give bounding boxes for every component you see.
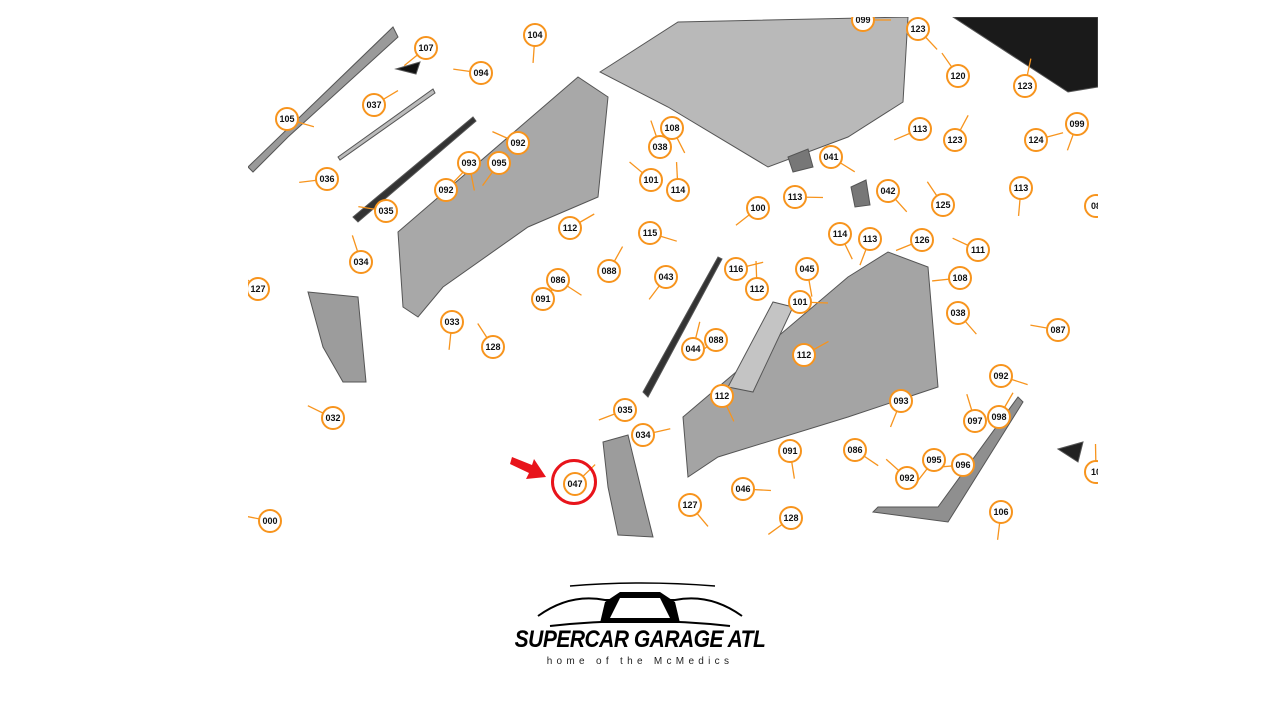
callout-08[interactable]: 08 — [1084, 194, 1098, 218]
callout-112[interactable]: 112 — [792, 343, 816, 367]
callout-127[interactable]: 127 — [248, 277, 270, 301]
callout-097[interactable]: 097 — [963, 409, 987, 433]
callout-123[interactable]: 123 — [943, 128, 967, 152]
callout-114[interactable]: 114 — [828, 222, 852, 246]
callout-038[interactable]: 038 — [946, 301, 970, 325]
callout-043[interactable]: 043 — [654, 265, 678, 289]
callout-086[interactable]: 086 — [546, 268, 570, 292]
callout-125[interactable]: 125 — [931, 193, 955, 217]
strip-037 — [337, 88, 436, 161]
callout-095[interactable]: 095 — [922, 448, 946, 472]
logo-subtitle: home of the McMedics — [546, 656, 734, 667]
callout-099[interactable]: 099 — [851, 17, 875, 32]
callout-042[interactable]: 042 — [876, 179, 900, 203]
callout-086[interactable]: 086 — [843, 438, 867, 462]
trim-105 — [248, 26, 399, 173]
callout-037[interactable]: 037 — [362, 93, 386, 117]
callout-092[interactable]: 092 — [895, 466, 919, 490]
callout-093[interactable]: 093 — [457, 151, 481, 175]
trim-106 — [871, 396, 1024, 523]
red-arrow-icon — [510, 457, 546, 479]
clip-107 — [394, 61, 421, 75]
callout-10[interactable]: 10 — [1084, 460, 1098, 484]
callout-091[interactable]: 091 — [531, 287, 555, 311]
callout-094[interactable]: 094 — [469, 61, 493, 85]
logo: SUPERCAR GARAGE ATL home of the McMedics — [510, 578, 770, 673]
logo-title: SUPERCAR GARAGE ATL — [514, 626, 766, 653]
callout-000[interactable]: 000 — [258, 509, 282, 533]
callout-045[interactable]: 045 — [795, 257, 819, 281]
callout-124[interactable]: 124 — [1024, 128, 1048, 152]
callout-112[interactable]: 112 — [558, 216, 582, 240]
callout-104[interactable]: 104 — [523, 23, 547, 47]
callout-112[interactable]: 112 — [710, 384, 734, 408]
callout-120[interactable]: 120 — [946, 64, 970, 88]
callout-108[interactable]: 108 — [948, 266, 972, 290]
seal-043 — [642, 256, 723, 398]
callout-101[interactable]: 101 — [639, 168, 663, 192]
callout-113[interactable]: 113 — [1009, 176, 1033, 200]
callout-100[interactable]: 100 — [746, 196, 770, 220]
callout-128[interactable]: 128 — [779, 506, 803, 530]
callout-092[interactable]: 092 — [434, 178, 458, 202]
callout-041[interactable]: 041 — [819, 145, 843, 169]
bracket-042 — [850, 179, 871, 208]
callout-111[interactable]: 111 — [966, 238, 990, 262]
callout-087[interactable]: 087 — [1046, 318, 1070, 342]
callout-112[interactable]: 112 — [745, 277, 769, 301]
left-a-pillar-body — [397, 76, 609, 318]
bracket-041 — [787, 148, 814, 173]
callout-046[interactable]: 046 — [731, 477, 755, 501]
callout-033[interactable]: 033 — [440, 310, 464, 334]
callout-032[interactable]: 032 — [321, 406, 345, 430]
callout-098[interactable]: 098 — [987, 405, 1011, 429]
callout-105[interactable]: 105 — [275, 107, 299, 131]
callout-093[interactable]: 093 — [889, 389, 913, 413]
callout-091[interactable]: 091 — [778, 439, 802, 463]
callout-127[interactable]: 127 — [678, 493, 702, 517]
callout-113[interactable]: 113 — [858, 227, 882, 251]
callout-108[interactable]: 108 — [660, 116, 684, 140]
callout-036[interactable]: 036 — [315, 167, 339, 191]
callout-044[interactable]: 044 — [681, 337, 705, 361]
callout-101[interactable]: 101 — [788, 290, 812, 314]
highlight-circle — [551, 459, 597, 505]
callout-113[interactable]: 113 — [783, 185, 807, 209]
callout-092[interactable]: 092 — [989, 364, 1013, 388]
callout-096[interactable]: 096 — [951, 453, 975, 477]
panel-047 — [602, 434, 654, 538]
callout-035[interactable]: 035 — [374, 199, 398, 223]
callout-088[interactable]: 088 — [597, 259, 621, 283]
seal-036 — [352, 116, 477, 223]
callout-114[interactable]: 114 — [666, 178, 690, 202]
car-silhouette-logo — [537, 582, 743, 627]
callout-115[interactable]: 115 — [638, 221, 662, 245]
callout-034[interactable]: 034 — [631, 423, 655, 447]
callout-106[interactable]: 106 — [989, 500, 1013, 524]
callout-128[interactable]: 128 — [481, 335, 505, 359]
callout-107[interactable]: 107 — [414, 36, 438, 60]
callout-123[interactable]: 123 — [1013, 74, 1037, 98]
callout-116[interactable]: 116 — [724, 257, 748, 281]
part-1xx — [1056, 441, 1084, 463]
callout-123[interactable]: 123 — [906, 17, 930, 41]
callout-092[interactable]: 092 — [506, 131, 530, 155]
callout-113[interactable]: 113 — [908, 117, 932, 141]
callout-095[interactable]: 095 — [487, 151, 511, 175]
panel-032 — [307, 291, 367, 383]
callout-038[interactable]: 038 — [648, 135, 672, 159]
callout-035[interactable]: 035 — [613, 398, 637, 422]
callout-126[interactable]: 126 — [910, 228, 934, 252]
callout-099[interactable]: 099 — [1065, 112, 1089, 136]
callout-088[interactable]: 088 — [704, 328, 728, 352]
roof-panel — [598, 17, 909, 168]
callout-034[interactable]: 034 — [349, 250, 373, 274]
